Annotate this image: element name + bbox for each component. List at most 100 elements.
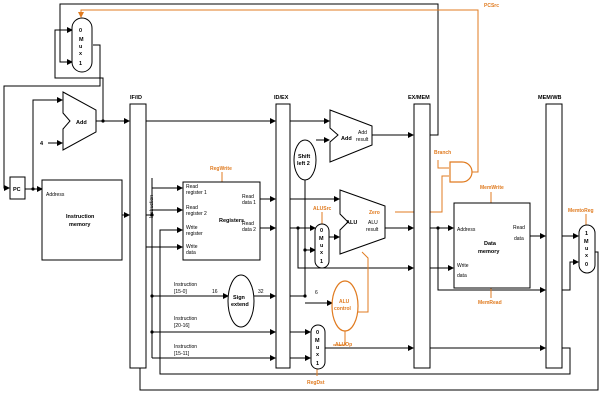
- alu-mux-u: u: [320, 243, 323, 249]
- shift-left-1: Shift: [298, 154, 310, 160]
- data-memory: Address Data memory Read data Write data: [453, 202, 531, 289]
- read-data-2-a: Read: [242, 221, 254, 227]
- instruction-memory-title-1: Instruction: [66, 214, 95, 220]
- branch-adder-result: result: [356, 137, 369, 143]
- id-ex-label: ID/EX: [274, 95, 289, 101]
- pc-mux-m: M: [79, 37, 84, 43]
- pc-label: PC: [13, 187, 21, 193]
- alusrc-label: ALUSrc: [313, 206, 332, 212]
- instr-15-0-b: [15-0]: [174, 289, 187, 295]
- instruction-memory: Address Instruction memory: [41, 179, 123, 261]
- read-data-1-b: data 1: [242, 200, 256, 206]
- sign-extend-1: Sign: [233, 295, 246, 301]
- data-memory-read-data-a: Read: [513, 225, 525, 231]
- zero-label: Zero: [369, 210, 380, 216]
- pc-register: PC: [9, 176, 26, 200]
- read-data-1-a: Read: [242, 194, 254, 200]
- write-register-a: Write: [186, 225, 198, 231]
- data-memory-title-2: memory: [478, 249, 500, 255]
- instr-20-16-a: Instruction: [174, 316, 197, 322]
- regdst-mux-u: u: [316, 345, 319, 351]
- branch-adder-add: Add: [341, 136, 352, 142]
- branch-adder-add2: Add: [358, 130, 367, 136]
- constant-four: 4: [40, 141, 44, 147]
- registers-label: Registers: [219, 218, 244, 224]
- regdst-mux: 0 M u x 1: [310, 324, 326, 370]
- pc-mux-1: 1: [79, 61, 82, 67]
- writeback-mux: 1 M u x 0: [578, 224, 596, 274]
- ex-mem-register: EX/MEM: [408, 95, 431, 369]
- regdst-mux-0: 0: [316, 330, 319, 336]
- sign-extend: Sign extend: [227, 274, 255, 328]
- shift-left-2: Shift left 2: [293, 139, 317, 181]
- memtoreg-label: MemtoReg: [568, 208, 594, 214]
- wb-mux-0: 0: [585, 262, 588, 268]
- bitwidth-32: 32: [258, 289, 264, 295]
- sign-extend-2: extend: [231, 302, 249, 308]
- if-id-label: IF/ID: [130, 95, 142, 101]
- memwrite-label: MemWrite: [480, 185, 504, 191]
- alu-control: ALU control: [331, 280, 359, 332]
- mem-wb-register: MEM/WB: [538, 95, 563, 369]
- pc-mux: 0 M u x 1: [71, 17, 93, 73]
- pc-mux-x: x: [79, 51, 83, 57]
- data-memory-title-1: Data: [484, 241, 497, 247]
- bitwidth-6: 6: [315, 290, 318, 296]
- branch-and-gate: [449, 161, 473, 183]
- pc-adder: Add: [62, 91, 97, 151]
- read-register-2-a: Read: [186, 205, 198, 211]
- datapath-wires: [3, 3, 599, 391]
- pcsrc-label: PCSrc: [484, 3, 499, 9]
- regdst-mux-x: x: [316, 352, 320, 358]
- read-data-2-b: data 2: [242, 227, 256, 233]
- instruction-vertical-label: Instruction: [149, 195, 155, 218]
- alu-label-2: ALU: [368, 220, 378, 226]
- alu-mux: 0 M u x 1: [314, 223, 330, 269]
- wb-mux-1: 1: [585, 231, 588, 237]
- regdst-mux-1: 1: [316, 361, 319, 367]
- shift-left-2-label: left 2: [297, 161, 310, 167]
- instruction-memory-address: Address: [46, 192, 65, 198]
- alu-mux-x: x: [320, 250, 324, 256]
- mem-wb-label: MEM/WB: [538, 95, 562, 101]
- data-memory-address: Address: [457, 227, 476, 233]
- instr-15-11-a: Instruction: [174, 344, 197, 350]
- instr-15-11-b: [15-11]: [174, 351, 190, 357]
- instruction-field-labels: Instruction [15-0] Instruction [20-16] I…: [174, 282, 197, 357]
- read-register-1-a: Read: [186, 184, 198, 190]
- write-data-b: data: [186, 250, 196, 256]
- data-memory-read-data-b: data: [514, 236, 524, 242]
- wb-mux-u: u: [585, 246, 588, 252]
- data-memory-write-data-a: Write: [457, 263, 469, 269]
- alu-control-2: control: [334, 306, 352, 312]
- alu: ALU ALU result: [339, 189, 386, 255]
- pc-adder-label: Add: [76, 120, 87, 126]
- data-memory-write-data-b: data: [457, 273, 467, 279]
- instr-15-0-a: Instruction: [174, 282, 197, 288]
- regdst-label: RegDst: [307, 380, 325, 386]
- read-register-1-b: register 1: [186, 190, 207, 196]
- memread-label: MemRead: [478, 300, 502, 306]
- wb-mux-x: x: [585, 253, 589, 259]
- regwrite-label: RegWrite: [210, 166, 232, 172]
- read-register-2-b: register 2: [186, 211, 207, 217]
- junction-dots: [31, 119, 440, 334]
- pc-mux-0: 0: [79, 28, 82, 34]
- bitwidth-16: 16: [212, 289, 218, 295]
- ex-mem-label: EX/MEM: [408, 95, 430, 101]
- alu-label: ALU: [346, 220, 357, 226]
- id-ex-register: ID/EX: [274, 95, 291, 369]
- alu-mux-m: M: [319, 236, 324, 242]
- instr-20-16-b: [20-16]: [174, 323, 190, 329]
- wb-mux-m: M: [584, 239, 589, 245]
- aluop-label: ALUOp: [335, 342, 352, 348]
- write-register-b: register: [186, 231, 203, 237]
- instruction-memory-title-2: memory: [69, 222, 91, 228]
- branch-adder: Add Add result: [329, 109, 373, 163]
- register-file: Read register 1 Read register 2 Register…: [182, 181, 261, 261]
- alu-mux-0: 0: [320, 228, 323, 234]
- write-data-a: Write: [186, 244, 198, 250]
- alu-control-1: ALU: [339, 299, 350, 305]
- if-id-register: IF/ID: [129, 95, 147, 369]
